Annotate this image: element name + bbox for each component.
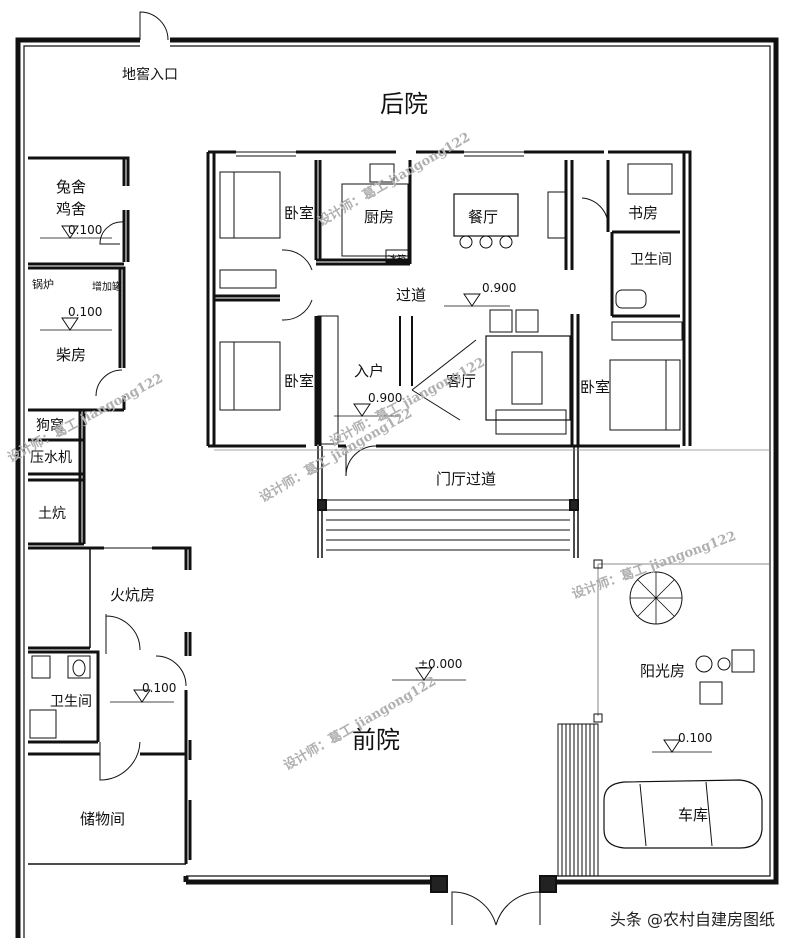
coop-walls: [28, 156, 130, 262]
label-boiler: 锅炉: [32, 278, 54, 291]
porch: [317, 446, 579, 558]
label-earth-kang: 土炕: [38, 506, 66, 522]
label-kitchen: 厨房: [364, 208, 394, 226]
compound-wall: [15, 37, 140, 938]
kang-room-walls: [28, 546, 192, 656]
car: [603, 779, 763, 849]
label-chicken-house: 鸡舍: [56, 200, 86, 218]
garage-ramp: [557, 723, 599, 877]
level-toilet-left: 0.100: [142, 681, 176, 695]
label-rabbit-house: 兔舍: [56, 178, 86, 196]
level-firewood: 0.100: [68, 305, 102, 319]
front-gate-doors: [451, 891, 541, 926]
firewood-walls: [28, 266, 126, 410]
label-cellar-entrance: 地窖入口: [122, 66, 178, 83]
label-pressure-tank: 增加罐: [92, 280, 122, 293]
label-dining: 餐厅: [468, 208, 498, 226]
credit-text: 头条 @农村自建房图纸: [609, 910, 775, 929]
label-bedroom-top-left: 卧室: [284, 204, 314, 222]
level-front-yard: ±0.000: [418, 657, 462, 671]
label-dog-house: 狗窝: [36, 417, 64, 434]
label-corridor: 过道: [396, 286, 426, 304]
label-fridge: 冰箱: [388, 253, 406, 265]
label-front-yard: 前院: [352, 726, 400, 754]
label-garage: 车库: [678, 806, 708, 824]
compound-wall-inner-left: [23, 45, 140, 938]
label-porch-corridor: 门厅过道: [436, 470, 496, 488]
label-storage: 储物间: [80, 810, 125, 828]
cellar-door: [139, 11, 169, 41]
label-water-pump: 压水机: [30, 450, 72, 466]
level-sunroom: 0.100: [678, 731, 712, 745]
label-living-room: 客厅: [446, 372, 476, 390]
level-entrance: 0.900: [368, 391, 402, 405]
label-kang-room: 火炕房: [110, 586, 155, 604]
label-entrance: 入户: [354, 362, 384, 380]
label-sunroom: 阳光房: [640, 662, 685, 680]
label-study: 书房: [628, 204, 658, 222]
label-bedroom-bottom-left: 卧室: [284, 372, 314, 390]
storage-walls: [28, 752, 188, 864]
label-firewood-room: 柴房: [56, 346, 86, 364]
gate-pillar-left: [430, 875, 448, 893]
toilet-left-walls: [28, 650, 100, 744]
label-back-yard: 后院: [380, 90, 428, 118]
gate-pillar-right: [539, 875, 557, 893]
level-coop: 0.100: [68, 223, 102, 237]
compound-wall-bottom-left: [183, 876, 436, 885]
label-toilet-right: 卫生间: [630, 252, 672, 268]
compound-wall-inner-top: [170, 45, 771, 877]
label-bedroom-right: 卧室: [580, 378, 610, 396]
compound-wall-top-right: [170, 37, 779, 885]
level-corridor: 0.900: [482, 281, 516, 295]
sunroom-frame: [597, 563, 770, 716]
label-toilet-left: 卫生间: [50, 694, 92, 710]
